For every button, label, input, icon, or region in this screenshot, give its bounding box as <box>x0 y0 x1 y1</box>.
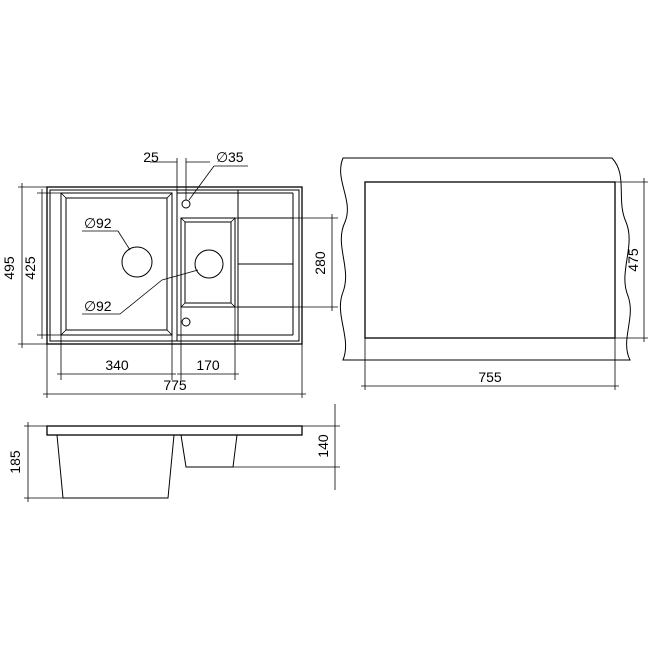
drain-2-diameter-symbol: ∅ <box>84 298 96 314</box>
dim-185 <box>24 422 63 502</box>
countertop-outline <box>339 157 631 361</box>
dim-140-label: 140 <box>315 434 331 458</box>
tap-hole-leader <box>188 165 248 201</box>
dim-185-label: 185 <box>7 450 23 474</box>
drain-leader-2 <box>82 269 199 315</box>
drain-2-diameter-label: 92 <box>96 298 112 314</box>
dim-475-label: 475 <box>625 248 641 272</box>
main-drain <box>121 246 153 278</box>
dim-340-170 <box>57 307 239 380</box>
dim-755 <box>361 338 619 390</box>
dim-495 <box>18 183 47 348</box>
dim-340-label: 340 <box>105 357 129 373</box>
dim-425 <box>37 189 61 339</box>
cutout-view: 755 475 <box>339 157 648 390</box>
top-view: 495 425 25 ∅ 35 ∅ 92 <box>1 149 338 398</box>
tap-hole-top <box>181 199 191 209</box>
dim-280 <box>235 214 338 311</box>
cutout-rect <box>364 181 616 339</box>
dim-475 <box>615 178 648 342</box>
side-rim <box>46 425 303 436</box>
dim-170-label: 170 <box>196 357 220 373</box>
tap-hole-bottom <box>181 317 191 327</box>
sink-outline <box>46 186 303 345</box>
sink-rim <box>49 189 300 342</box>
side-view: 185 140 <box>7 404 340 502</box>
main-bowl <box>60 192 173 336</box>
small-drain <box>194 249 224 279</box>
dim-140 <box>233 404 340 490</box>
dim-425-label: 425 <box>22 256 38 280</box>
side-small-bowl <box>180 434 238 468</box>
dim-25-label: 25 <box>143 149 159 165</box>
tap-hole-diameter-symbol: ∅ <box>216 149 228 165</box>
dim-25 <box>150 158 210 200</box>
dim-775 <box>43 344 306 398</box>
dim-755-label: 755 <box>478 369 502 385</box>
drain-1-diameter-symbol: ∅ <box>84 215 96 231</box>
dim-775-label: 775 <box>163 377 187 393</box>
dim-495-label: 495 <box>1 256 17 280</box>
drain-1-diameter-label: 92 <box>96 215 112 231</box>
tap-hole-diameter-label: 35 <box>228 149 244 165</box>
drain-leader-1 <box>82 230 131 251</box>
side-main-bowl <box>56 434 175 499</box>
small-bowl <box>180 217 236 308</box>
dim-280-label: 280 <box>312 251 328 275</box>
